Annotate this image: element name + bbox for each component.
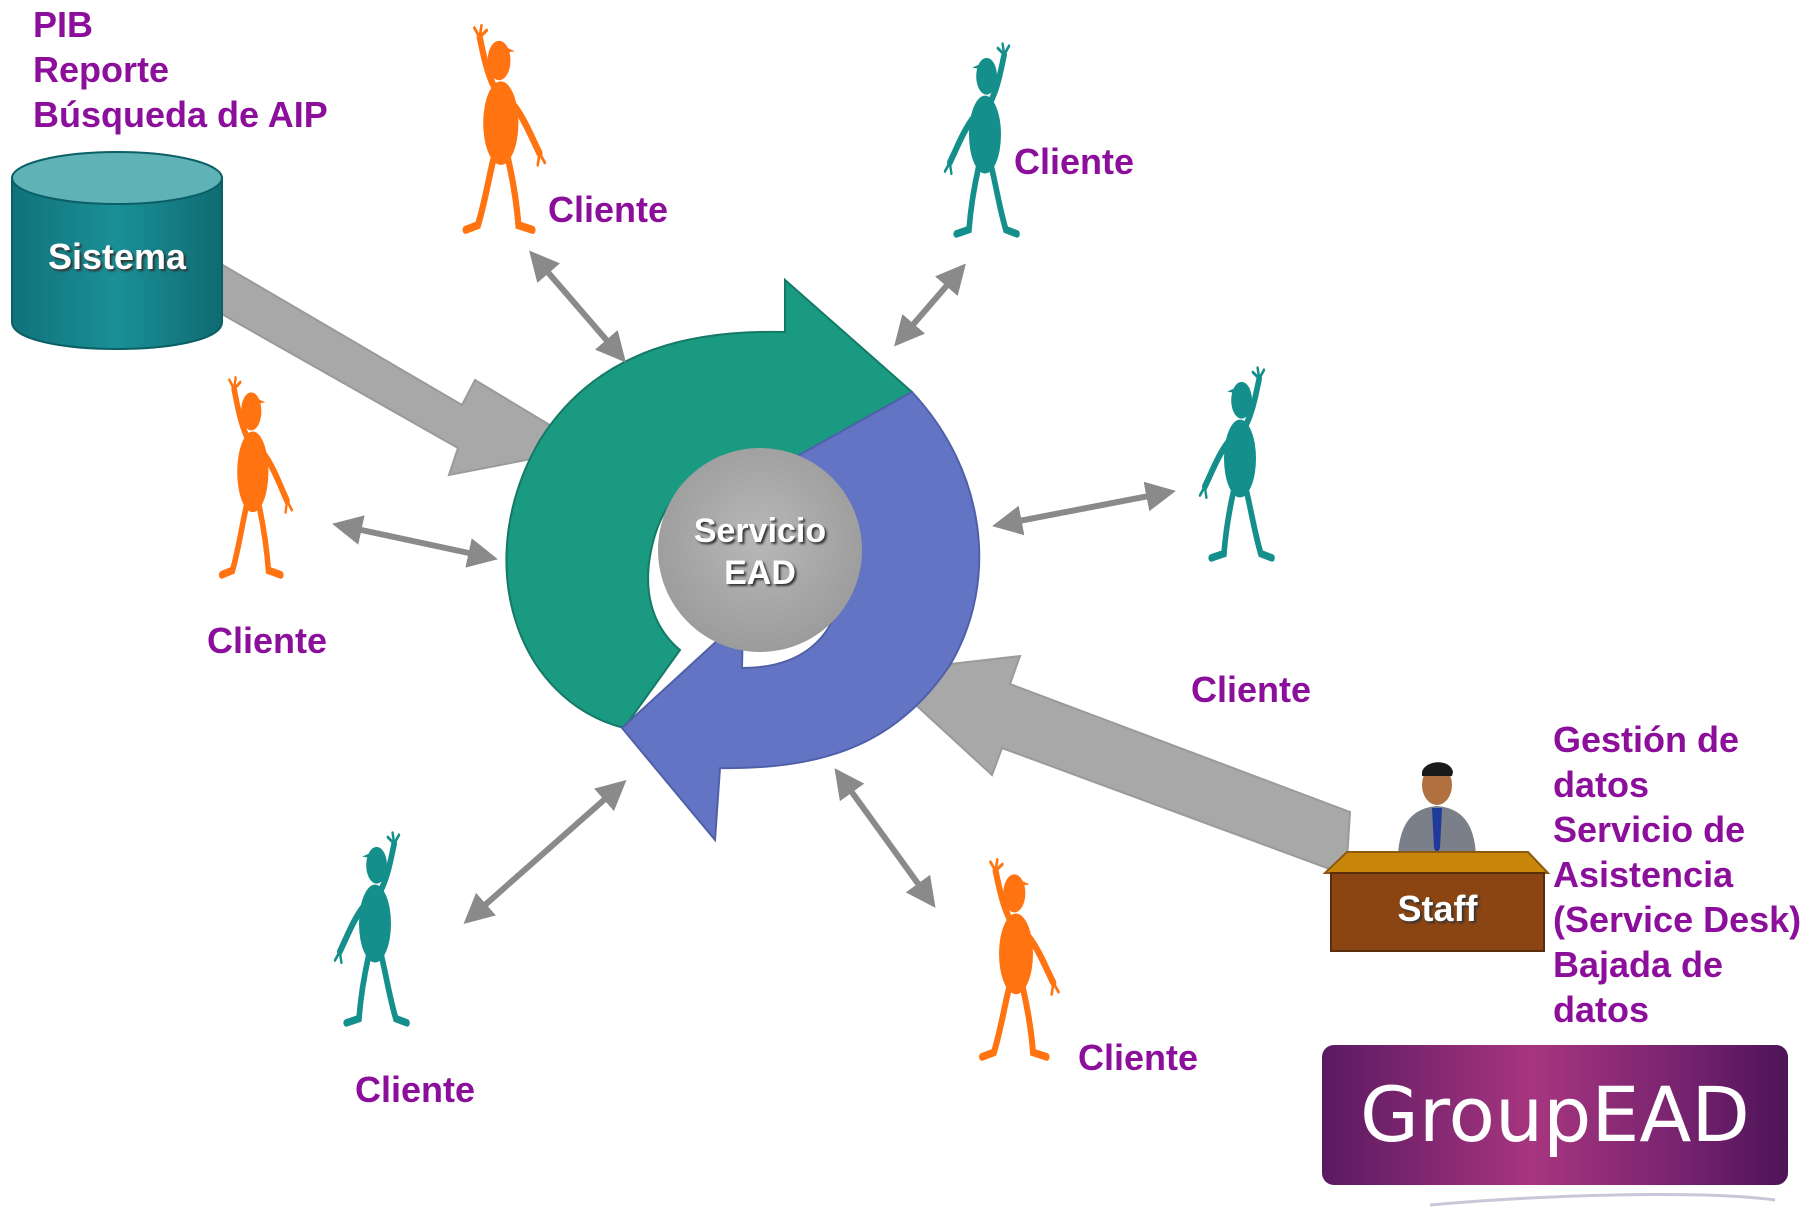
link-client-top-right xyxy=(894,263,966,347)
staff-note: datos xyxy=(1553,989,1650,1030)
link-client-top-left xyxy=(529,250,626,363)
client-label: Cliente xyxy=(207,620,328,661)
groupead-logo: GroupEAD xyxy=(1322,1045,1788,1185)
client-figure-top-left xyxy=(466,26,545,230)
sistema-arrow xyxy=(188,248,591,477)
link-client-bottom-right xyxy=(834,768,936,908)
system-notes: PIB Reporte Búsqueda de AIP xyxy=(33,2,328,137)
link-client-right xyxy=(992,481,1176,536)
staff-desk xyxy=(1322,851,1551,952)
center-disk xyxy=(658,448,862,652)
cycle-green-segment xyxy=(505,277,914,730)
link-client-left xyxy=(332,515,498,568)
system-note: PIB xyxy=(33,4,94,45)
staff-note: Bajada de xyxy=(1553,944,1724,985)
client-figure-top-right xyxy=(945,44,1017,234)
system-note: Reporte xyxy=(33,49,170,90)
staff-note: datos xyxy=(1553,764,1650,805)
client-label: Cliente xyxy=(1191,669,1312,710)
sistema-cylinder xyxy=(11,151,223,350)
center-label: Servicio EAD xyxy=(660,510,860,594)
staff-note: (Service Desk) xyxy=(1553,899,1802,940)
system-note: Búsqueda de AIP xyxy=(33,94,328,135)
client-figure-right xyxy=(1200,368,1272,558)
staff-person xyxy=(1398,762,1476,855)
staff-note: Asistencia xyxy=(1553,854,1734,895)
staff-note: Servicio de xyxy=(1553,809,1746,850)
client-figure-bottom-right xyxy=(982,860,1059,1057)
client-label: Cliente xyxy=(1014,141,1135,182)
client-label: Cliente xyxy=(1078,1037,1199,1078)
logo-underline xyxy=(1429,1193,1776,1207)
client-figure-left xyxy=(222,378,292,575)
client-figure-bottom-left xyxy=(335,833,407,1023)
staff-notes: Gestión de datos Servicio de Asistencia … xyxy=(1553,717,1801,1032)
cycle-graphic xyxy=(505,277,981,843)
staff-note: Gestión de xyxy=(1553,719,1740,760)
client-label: Cliente xyxy=(548,189,669,230)
staff-label: Staff xyxy=(1397,888,1478,929)
center-label-line: Servicio xyxy=(693,512,827,550)
link-client-bottom-left xyxy=(463,780,627,924)
client-label: Cliente xyxy=(355,1069,476,1110)
sistema-label: Sistema xyxy=(47,236,187,277)
center-label-line: EAD xyxy=(724,554,796,592)
